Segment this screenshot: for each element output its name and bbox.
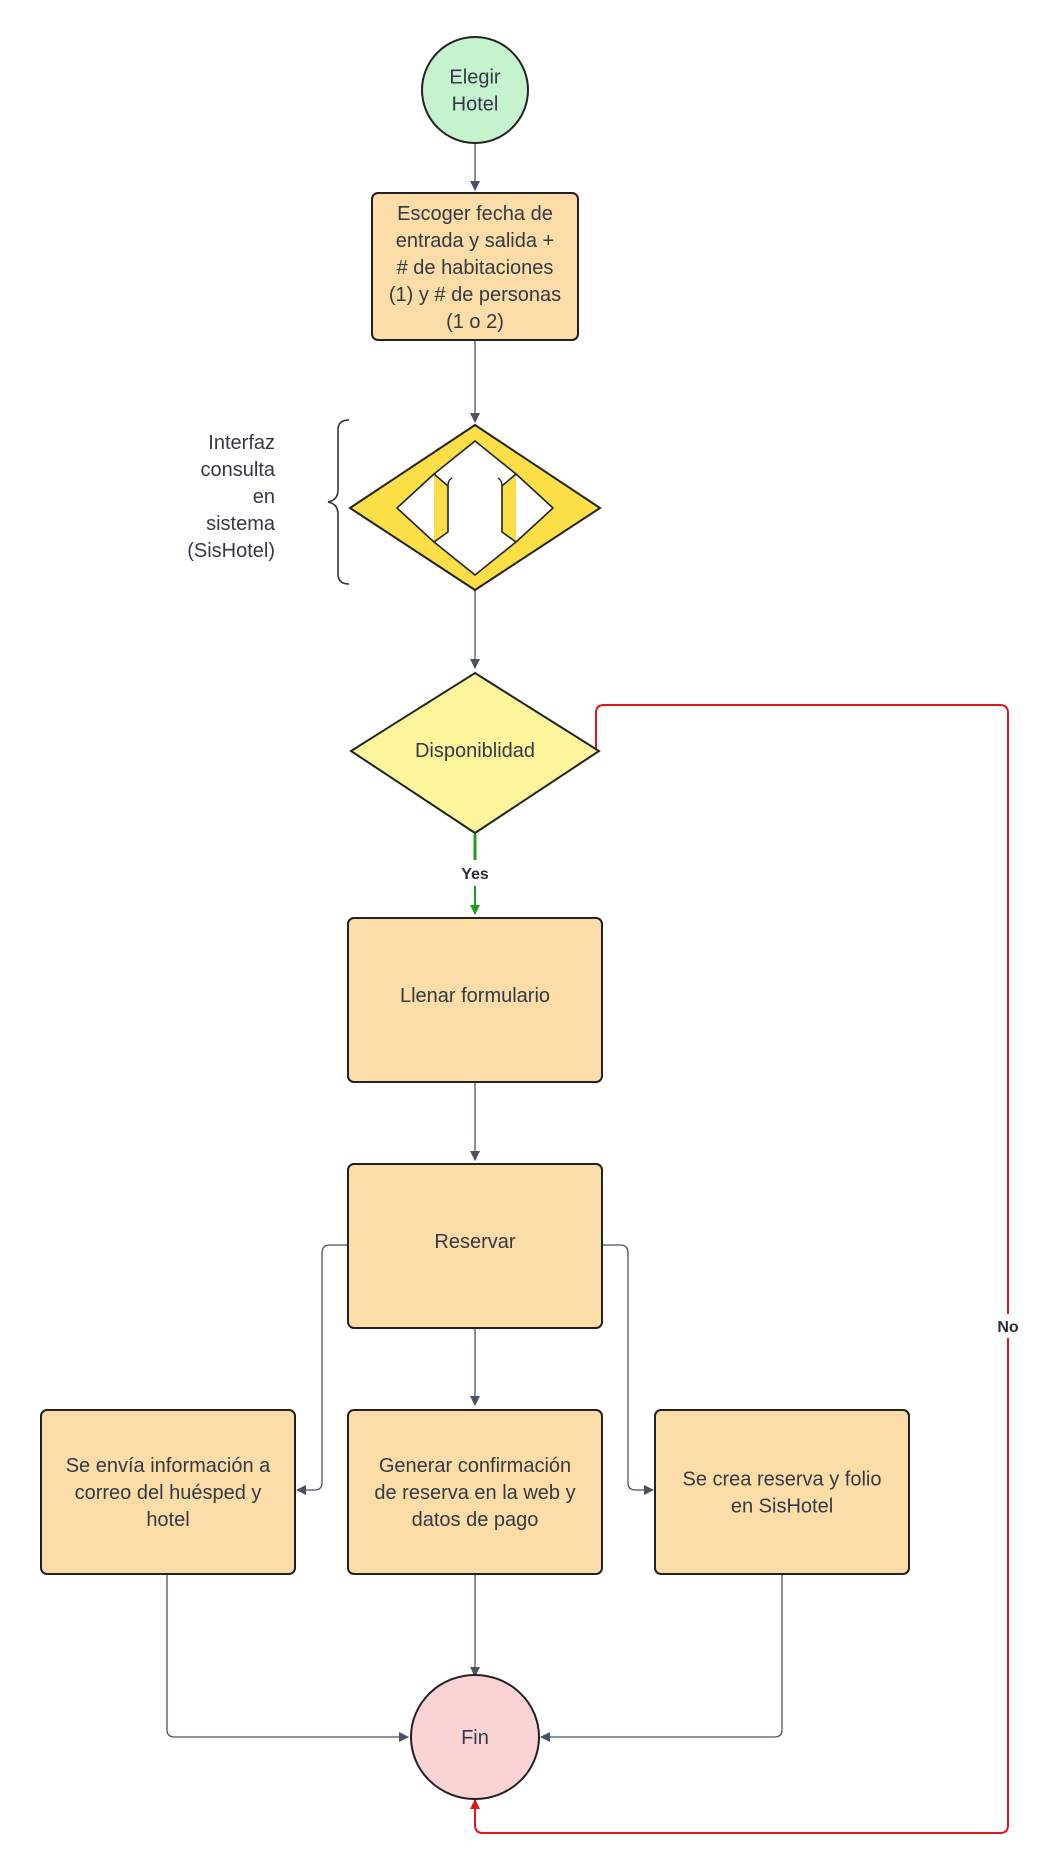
label-line: sistema [206,513,276,535]
label-line: Se crea reserva y folio [683,1469,882,1491]
confirm-label: Generar confirmación de reserva en la web… [374,1455,575,1531]
label-line: Se envía información a [66,1455,271,1477]
end-node: Fin [410,1674,540,1800]
edge-yes: Yes [461,834,489,915]
interface-bracket [327,419,350,585]
edge-folio-to-end [540,1572,783,1742]
no-label: No [997,1319,1019,1336]
form-label: Llenar formulario [400,985,550,1007]
dates-label: Escoger fecha de entrada y salida + # de h… [389,203,561,333]
label-line: hotel [146,1509,189,1531]
reserve-node: Reservar [347,1163,603,1329]
folio-node [654,1409,910,1575]
interface-node [348,423,602,592]
yes-label: Yes [461,866,489,883]
edge-reserve-to-email [296,1244,347,1495]
edge-no [470,704,1009,1834]
availability-label: Disponiblidad [415,740,535,762]
interface-double-arrow-icon [433,440,517,576]
edge-email-to-end [166,1572,409,1742]
confirm-node [347,1409,603,1575]
label-line: en [253,486,275,508]
label-line: datos de pago [412,1509,539,1531]
label-line: Escoger fecha de [397,203,553,225]
email-node [40,1409,296,1575]
end-label: Fin [461,1727,489,1749]
interface-side-arrows-icon [396,473,554,543]
label-line: (SisHotel) [187,540,275,562]
availability-node: Disponiblidad [349,671,601,835]
form-node: Llenar formulario [347,917,603,1083]
start-node [421,36,529,144]
label-line: Hotel [452,94,499,116]
label-line: # de habitaciones [397,257,554,279]
folio-label: Se crea reserva y folio en SisHotel [683,1469,882,1518]
interface-note-label: Interfaz consulta en sistema (SisHotel) [187,432,276,562]
label-line: de reserva en la web y [374,1482,575,1504]
reserve-label: Reservar [434,1231,515,1253]
label-line: Elegir [449,67,500,89]
label-line: (1 o 2) [446,311,504,333]
label-line: entrada y salida + [396,230,554,252]
connectors [166,138,783,1742]
label-line: consulta [201,459,276,481]
dates-node [371,192,579,341]
label-line: correo del huésped y [75,1482,262,1504]
email-label: Se envía información a correo del huésped… [66,1455,271,1531]
label-line: (1) y # de personas [389,284,561,306]
label-line: Interfaz [208,432,275,454]
edge-reserve-to-folio [603,1244,654,1495]
no-label-bg [990,1314,1026,1338]
label-line: en SisHotel [731,1496,833,1518]
label-line: Generar confirmación [379,1455,571,1477]
